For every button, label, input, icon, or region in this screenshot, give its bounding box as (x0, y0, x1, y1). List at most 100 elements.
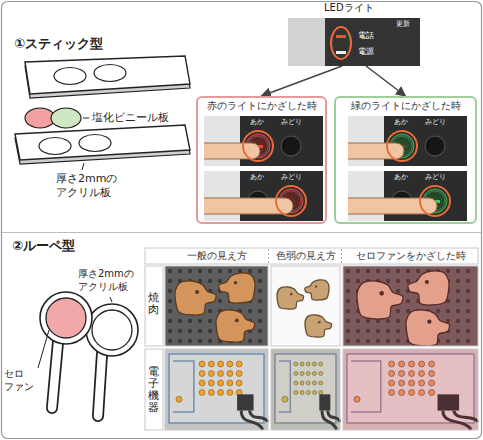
grill-hole (218, 269, 222, 273)
grill-hole (366, 319, 370, 323)
cell-ground (343, 266, 478, 346)
led-dot (389, 371, 395, 377)
led-dot (236, 361, 242, 367)
grill-hole (346, 329, 350, 333)
loupe-lens (46, 298, 86, 338)
highlight-ring (276, 186, 306, 216)
grill-hole (376, 329, 380, 333)
grill-hole (248, 269, 252, 273)
grill-hole (258, 339, 262, 343)
grill-hole (456, 289, 460, 293)
led-dot (312, 381, 316, 385)
grill-hole (346, 319, 350, 323)
grill-hole (346, 279, 350, 283)
grill-hole (258, 289, 262, 293)
column-header: 一般の見え方 (165, 250, 268, 263)
grid-header (145, 248, 478, 264)
grill-hole (446, 339, 450, 343)
photo-panel: あかみどり (348, 116, 467, 166)
led-dot (208, 380, 214, 386)
grill-hole (376, 269, 380, 273)
grill-hole (248, 309, 252, 313)
grill-hole (446, 309, 450, 313)
led-dot (429, 390, 435, 396)
led-dot (227, 371, 233, 377)
led-dot (300, 391, 304, 395)
connector-block (237, 394, 253, 410)
grill-hole (258, 269, 262, 273)
led-dot (399, 390, 405, 396)
grill-hole (396, 289, 400, 293)
loupe-handle (98, 354, 102, 416)
grill-hole (356, 329, 360, 333)
grill-hole (168, 339, 172, 343)
led-dot (399, 361, 405, 367)
grill-hole (406, 269, 410, 273)
grill-hole (466, 269, 470, 273)
grill-hole (466, 329, 470, 333)
grill-hole (168, 299, 172, 303)
led-dot (282, 396, 288, 402)
circuit-trace (173, 361, 194, 412)
button-label: みどり (425, 173, 446, 181)
meat-spot (235, 318, 239, 322)
grill-hole (366, 269, 370, 273)
row-header-cell (145, 266, 163, 346)
grill-hole (456, 339, 460, 343)
green-vinyl-disc (51, 108, 81, 128)
grill-hole (456, 269, 460, 273)
circuit-trace (279, 361, 290, 412)
row-header: 焼肉 (148, 292, 159, 316)
grill-hole (456, 309, 460, 313)
grill-hole (168, 289, 172, 293)
led-dot (419, 390, 425, 396)
grill-hole (258, 309, 262, 313)
led-dot (199, 390, 205, 396)
finger (348, 143, 404, 159)
grill-hole (386, 269, 390, 273)
led-dot (300, 362, 304, 366)
grill-hole (208, 309, 212, 313)
grill-hole (208, 279, 212, 283)
leader-line (38, 330, 49, 368)
connector-block (319, 394, 330, 410)
grill-hole (346, 289, 350, 293)
part-label: セロ ファン (4, 368, 36, 393)
led-dot (294, 362, 298, 366)
led-dot (399, 380, 405, 386)
part-label: 厚さ2mmの アクリル板 (56, 172, 128, 200)
cell-border (343, 349, 478, 430)
meat-spot (315, 285, 317, 287)
red-light-box: 赤のライトにかざした時あかみどりあかみどり (196, 96, 327, 224)
cable (443, 411, 471, 430)
led-dot (389, 380, 395, 386)
led-dot (419, 380, 425, 386)
box-title: 緑のライトにかざした時 (351, 100, 461, 112)
led-dot (294, 391, 298, 395)
grill-hole (466, 319, 470, 323)
column-header: 色弱の見え方 (271, 250, 340, 263)
meat-piece (357, 281, 403, 319)
led-dot (312, 391, 316, 395)
grill-hole (356, 319, 360, 323)
loupe-lens (92, 310, 132, 350)
led-dot (306, 372, 310, 376)
grill-hole (396, 269, 400, 273)
connector-block (438, 394, 460, 410)
led-dot (227, 361, 233, 367)
meat-piece (406, 310, 450, 346)
grill-hole (386, 319, 390, 323)
grill-hole (178, 329, 182, 333)
grill-hole (208, 319, 212, 323)
grill-hole (188, 329, 192, 333)
grill-hole (456, 279, 460, 283)
grill-hole (208, 339, 212, 343)
plate-hole (94, 65, 126, 82)
grill-hole (346, 339, 350, 343)
grill-hole (396, 279, 400, 283)
meat-piece (305, 315, 332, 337)
button-label: 更新 (396, 20, 410, 28)
meat-spot (318, 321, 321, 324)
